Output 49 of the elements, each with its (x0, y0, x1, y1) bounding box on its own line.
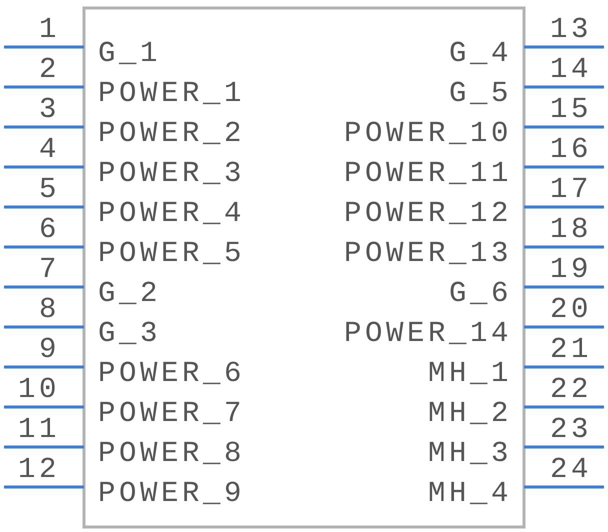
pin-number: 21 (550, 335, 592, 365)
pin-number: 8 (38, 295, 60, 325)
pin-name: MH_4 (428, 479, 512, 509)
pin-number: 23 (550, 415, 592, 445)
pin-name: G_6 (448, 279, 512, 309)
pin-number: 2 (38, 55, 60, 85)
pin-name: MH_2 (428, 399, 512, 429)
pin-number: 10 (18, 375, 60, 405)
pin-number: 20 (550, 295, 592, 325)
pin-number: 18 (550, 215, 592, 245)
pin-number: 7 (38, 255, 60, 285)
pin-name: POWER_13 (344, 239, 512, 269)
pin-name: POWER_6 (98, 359, 246, 389)
pin-number: 12 (18, 455, 60, 485)
pin-number: 17 (550, 175, 592, 205)
pin-name: POWER_2 (98, 119, 246, 149)
pin-number: 22 (550, 375, 592, 405)
pin-name: POWER_12 (344, 199, 512, 229)
pin-number: 14 (550, 55, 592, 85)
pin-number: 5 (38, 175, 60, 205)
pin-name: MH_3 (428, 439, 512, 469)
pin-name: POWER_1 (98, 79, 246, 109)
pin-number: 1 (38, 15, 60, 45)
pin-number: 15 (550, 95, 592, 125)
pin-name: POWER_7 (98, 399, 246, 429)
pin-name: G_3 (98, 319, 162, 349)
pin-number: 19 (550, 255, 592, 285)
pin-number: 4 (38, 135, 60, 165)
pin-name: POWER_4 (98, 199, 246, 229)
pin-number: 9 (38, 335, 60, 365)
pin-name: POWER_14 (344, 319, 512, 349)
pin-number: 13 (550, 15, 592, 45)
pin-name: POWER_11 (344, 159, 512, 189)
component-body (82, 6, 526, 528)
pin-number: 3 (38, 95, 60, 125)
pin-name: POWER_5 (98, 239, 246, 269)
pin-number: 16 (550, 135, 592, 165)
pin-name: POWER_10 (344, 119, 512, 149)
pin-name: POWER_8 (98, 439, 246, 469)
pin-name: G_2 (98, 279, 162, 309)
pin-name: POWER_9 (98, 479, 246, 509)
pin-number: 6 (38, 215, 60, 245)
pin-number: 24 (550, 455, 592, 485)
pin-name: G_1 (98, 39, 162, 69)
pin-name: G_5 (448, 79, 512, 109)
pin-name: POWER_3 (98, 159, 246, 189)
pin-name: G_4 (448, 39, 512, 69)
pin-number: 11 (18, 415, 60, 445)
pin-name: MH_1 (428, 359, 512, 389)
